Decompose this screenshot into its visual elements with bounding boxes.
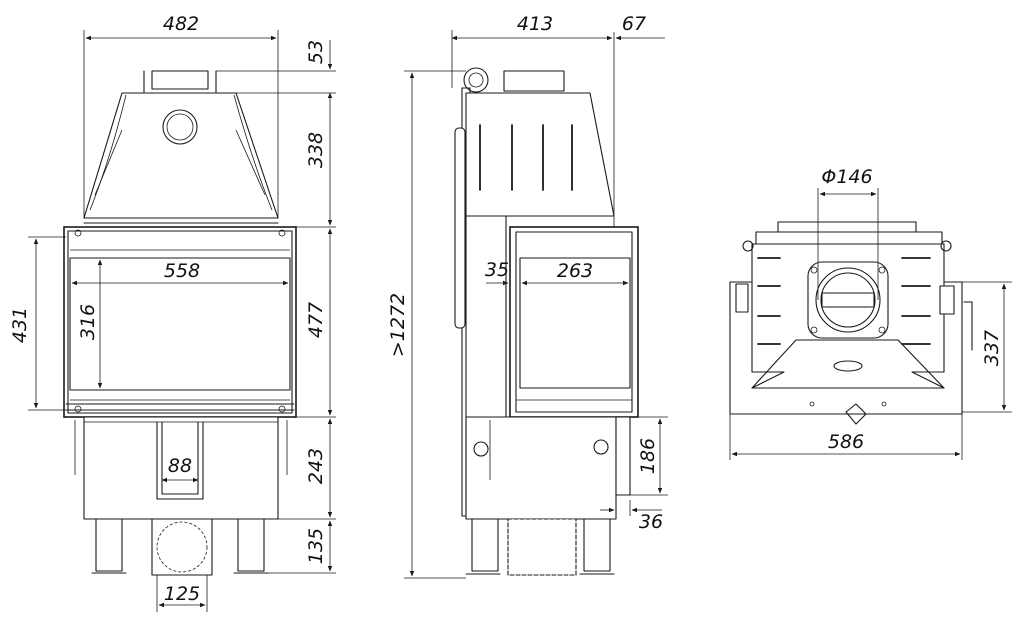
dim-rear-height: 186 <box>637 438 659 474</box>
dim-glass-inner-height: 316 <box>77 304 99 340</box>
front-leg-left <box>95 518 123 572</box>
dim-air-inlet: 125 <box>164 583 200 605</box>
dim-total-height: >1272 <box>387 293 409 357</box>
side-lifting-eye <box>463 67 489 93</box>
dim-door-height: 477 <box>305 302 327 338</box>
dim-rear-offset: 36 <box>639 511 663 533</box>
dim-side-offset: 35 <box>485 259 509 281</box>
dim-side-glass-width: 263 <box>557 260 593 282</box>
dim-legs-height: 135 <box>305 528 327 564</box>
front-base <box>83 416 279 520</box>
front-view <box>63 70 297 576</box>
dim-offset-top: 67 <box>622 13 646 35</box>
side-view <box>454 32 639 576</box>
side-leg-left <box>471 518 499 572</box>
front-chimney-collar <box>151 70 209 90</box>
dim-glass-width: 558 <box>164 260 200 282</box>
front-air-box <box>151 518 213 576</box>
front-leg-right <box>237 518 265 572</box>
side-air-box <box>507 518 577 576</box>
dim-chimney-height: 53 <box>305 40 327 64</box>
side-hood <box>465 92 615 217</box>
side-chimney-collar <box>503 70 565 92</box>
side-glass <box>519 257 631 389</box>
dim-glass-height: 431 <box>9 307 31 343</box>
front-dimensions: 482 53 338 477 243 135 431 316 558 88 <box>9 13 336 612</box>
top-view <box>729 221 973 425</box>
front-glass <box>69 257 291 391</box>
side-base <box>465 416 617 520</box>
top-dimensions: Φ146 337 586 <box>729 166 1012 460</box>
dim-flue-diameter: Φ146 <box>821 166 872 188</box>
front-hood <box>83 92 279 219</box>
dim-inlet-width: 88 <box>168 455 192 477</box>
dim-base-height: 243 <box>305 448 327 484</box>
front-air-inlet-channel <box>156 421 204 500</box>
side-leg-right <box>583 518 611 572</box>
side-door <box>509 226 639 418</box>
dim-total-width: 586 <box>828 431 864 453</box>
front-door <box>63 226 297 418</box>
side-dimensions: 413 67 >1272 35 263 186 36 <box>387 13 668 579</box>
dim-depth-right: 337 <box>981 330 1003 366</box>
dim-width-top: 482 <box>163 13 199 35</box>
front-flue-hole <box>162 109 198 145</box>
dim-hood-height: 338 <box>305 132 327 168</box>
dim-depth: 413 <box>517 13 553 35</box>
